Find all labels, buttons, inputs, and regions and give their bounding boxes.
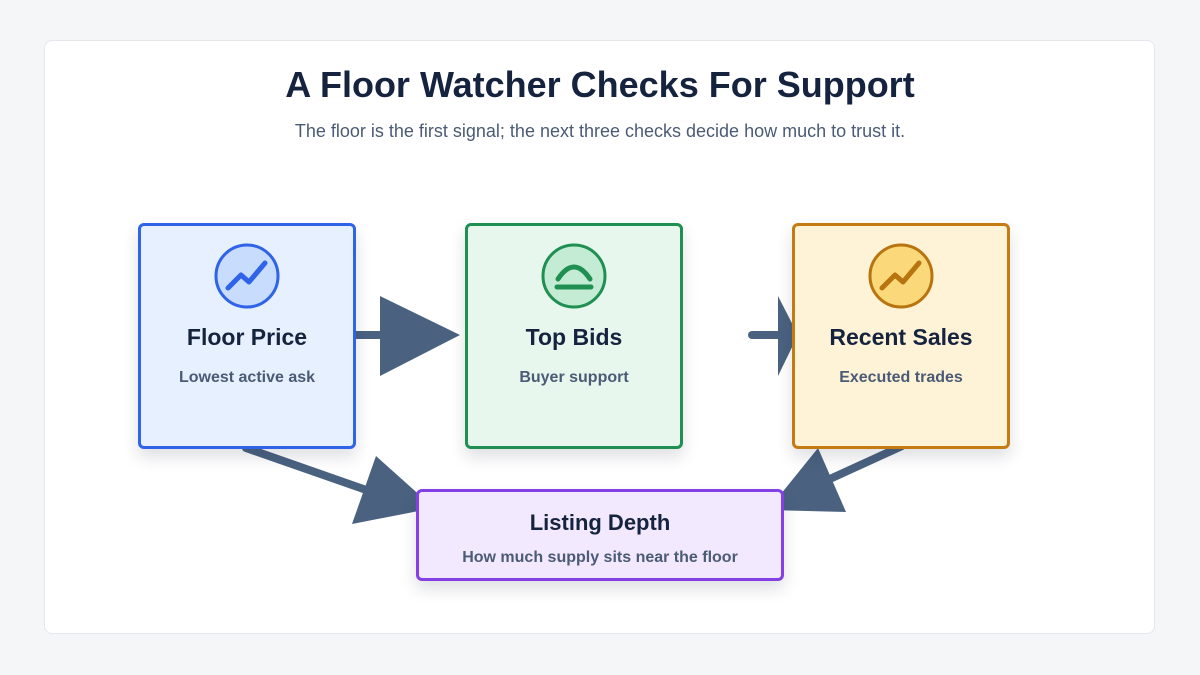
node-label: Floor Price <box>186 324 308 350</box>
node-floor-price: Floor Price Lowest active ask <box>138 223 356 449</box>
trend-up-icon <box>214 243 280 309</box>
page-title: A Floor Watcher Checks For Support <box>285 64 915 105</box>
node-label: Top Bids <box>525 324 623 350</box>
node-listing-depth: Listing Depth How much supply sits near … <box>416 489 784 581</box>
node-description: How much supply sits near the floor <box>462 549 738 566</box>
page-subtitle: The floor is the first signal; the next … <box>294 121 906 141</box>
node-description: Buyer support <box>519 369 629 386</box>
node-label: Recent Sales <box>829 324 973 350</box>
node-description: Executed trades <box>839 369 963 386</box>
trend-up-icon <box>868 243 934 309</box>
dome-icon <box>541 243 607 309</box>
node-description: Lowest active ask <box>178 369 316 386</box>
node-top-bids: Top Bids Buyer support <box>465 223 683 449</box>
node-recent-sales: Recent Sales Executed trades <box>792 223 1010 449</box>
node-label: Listing Depth <box>529 510 671 535</box>
